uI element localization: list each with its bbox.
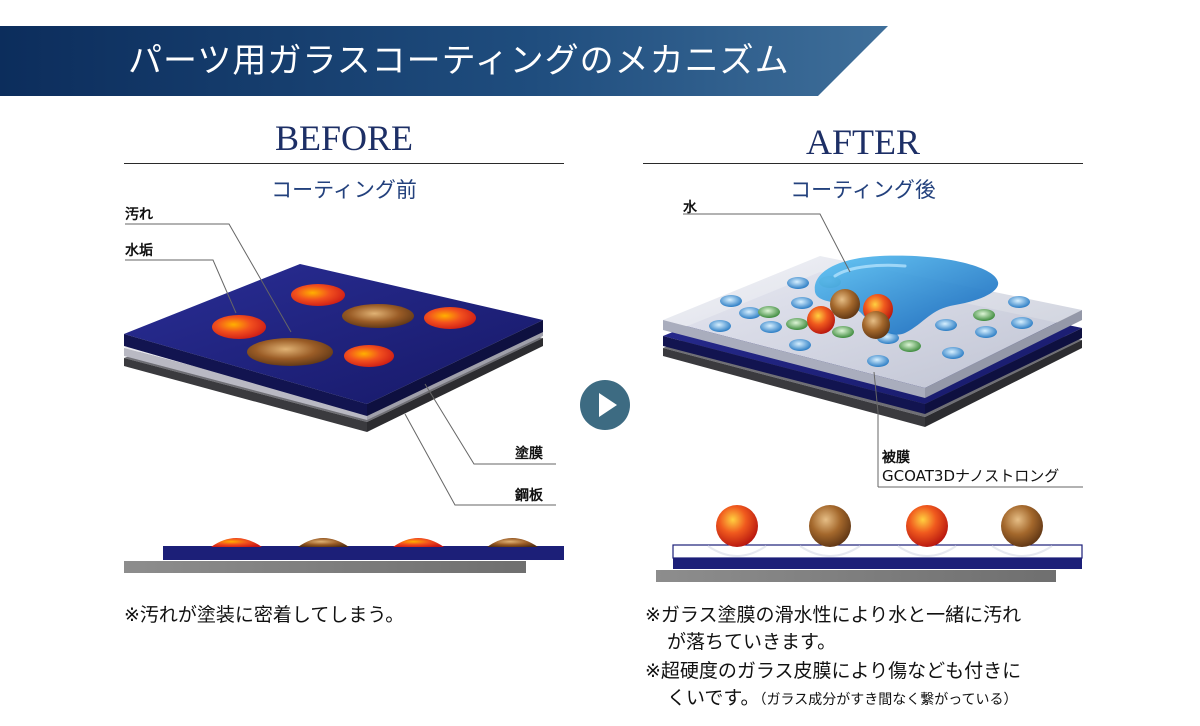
label-paint-film: 塗膜 xyxy=(515,446,543,462)
label-product-name: GCOAT3Dナノストロング xyxy=(882,467,1060,485)
label-water-scale: 水垢 xyxy=(125,243,153,259)
after-subheading: コーティング後 xyxy=(790,178,936,202)
after-note-line-3: ※超硬度のガラス皮膜により傷なども付きに xyxy=(645,660,1022,682)
label-steel-plate: 鋼板 xyxy=(515,488,543,504)
label-coating-film: 被膜 xyxy=(882,450,910,466)
before-cross-section xyxy=(124,538,564,573)
after-heading: AFTER xyxy=(805,122,920,162)
after-layer-stack xyxy=(663,213,1083,488)
after-note-line-2: が落ちていきます。 xyxy=(667,631,837,653)
after-note-line-4-text: くいです。 xyxy=(667,687,760,709)
before-heading: BEFORE xyxy=(274,118,414,158)
label-dirt: 汚れ xyxy=(125,207,153,223)
title-banner xyxy=(0,26,888,96)
after-note-small: （ガラス成分がすき間なく繋がっている） xyxy=(759,692,1018,708)
after-note-line-4: くいです。（ガラス成分がすき間なく繋がっている） xyxy=(667,683,1018,710)
label-water: 水 xyxy=(683,200,697,216)
before-layer-stack xyxy=(124,223,556,506)
before-divider xyxy=(124,163,564,164)
after-note-line-1: ※ガラス塗膜の滑水性により水と一緒に汚れ xyxy=(645,604,1022,626)
play-icon xyxy=(580,380,630,430)
before-note: ※汚れが塗装に密着してしまう。 xyxy=(124,604,405,626)
banner-title: パーツ用ガラスコーティングのメカニズム xyxy=(128,41,790,81)
before-subheading: コーティング前 xyxy=(271,178,417,202)
after-cross-section xyxy=(656,505,1083,582)
after-divider xyxy=(643,163,1083,164)
